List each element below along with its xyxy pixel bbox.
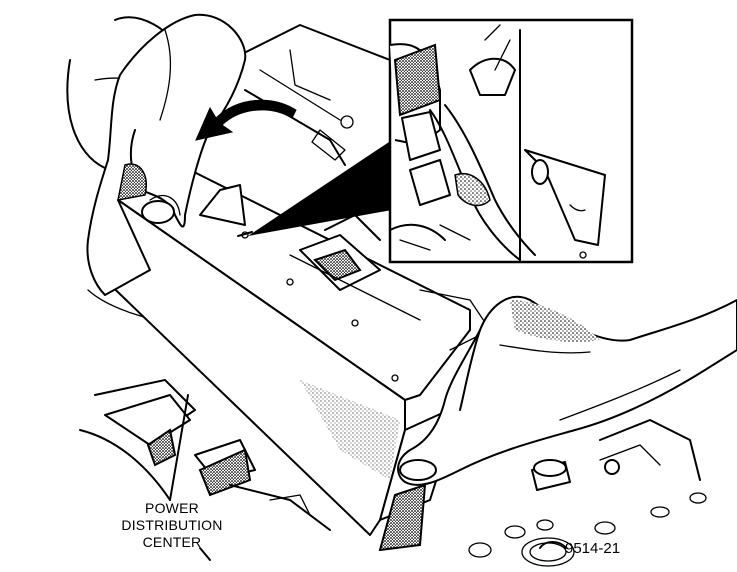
figure-number: 9514-21	[565, 540, 621, 557]
left-hand	[86, 13, 247, 296]
label-leader-line	[169, 394, 211, 561]
right-hand	[397, 295, 737, 486]
component-label: POWER DISTRIBUTION CENTER	[112, 500, 232, 551]
figure-mark	[539, 541, 567, 549]
component-label-line2: DISTRIBUTION	[121, 517, 223, 533]
component-label-line3: CENTER	[142, 534, 202, 550]
rotation-arrow-icon	[195, 99, 297, 141]
component-label-line1: POWER	[145, 500, 199, 516]
detail-inset	[388, 18, 634, 264]
callout-wedge	[237, 140, 392, 237]
